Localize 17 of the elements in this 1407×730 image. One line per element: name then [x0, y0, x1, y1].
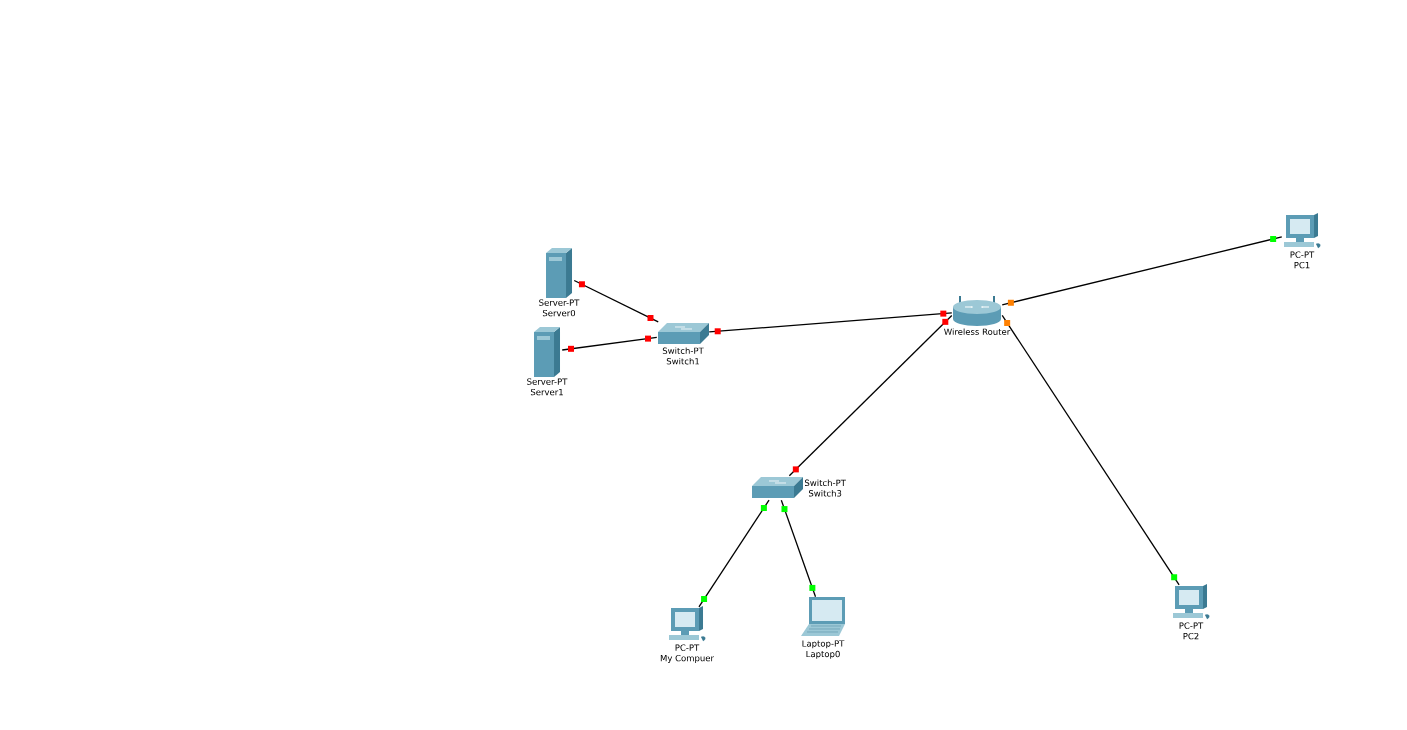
device-label: Switch-PT Switch1 [662, 347, 704, 365]
device-label: Server-PT Server1 [527, 378, 568, 396]
cable [1001, 314, 1180, 586]
device-label: Wireless Router [944, 328, 1011, 335]
cable [788, 314, 953, 477]
cable [561, 336, 658, 351]
cable [780, 499, 817, 598]
device-label: PC-PT PC1 [1290, 251, 1315, 269]
device-label: Switch-PT Switch3 [804, 479, 846, 497]
cable [573, 279, 659, 323]
device-label: PC-PT My Compuer [660, 644, 714, 663]
cable [708, 312, 953, 333]
cable [1001, 236, 1283, 306]
device-label: PC-PT PC2 [1179, 622, 1204, 640]
device-label: Server-PT Server0 [539, 299, 580, 317]
device-label: Laptop-PT Laptop0 [802, 640, 845, 659]
cable [698, 499, 770, 608]
